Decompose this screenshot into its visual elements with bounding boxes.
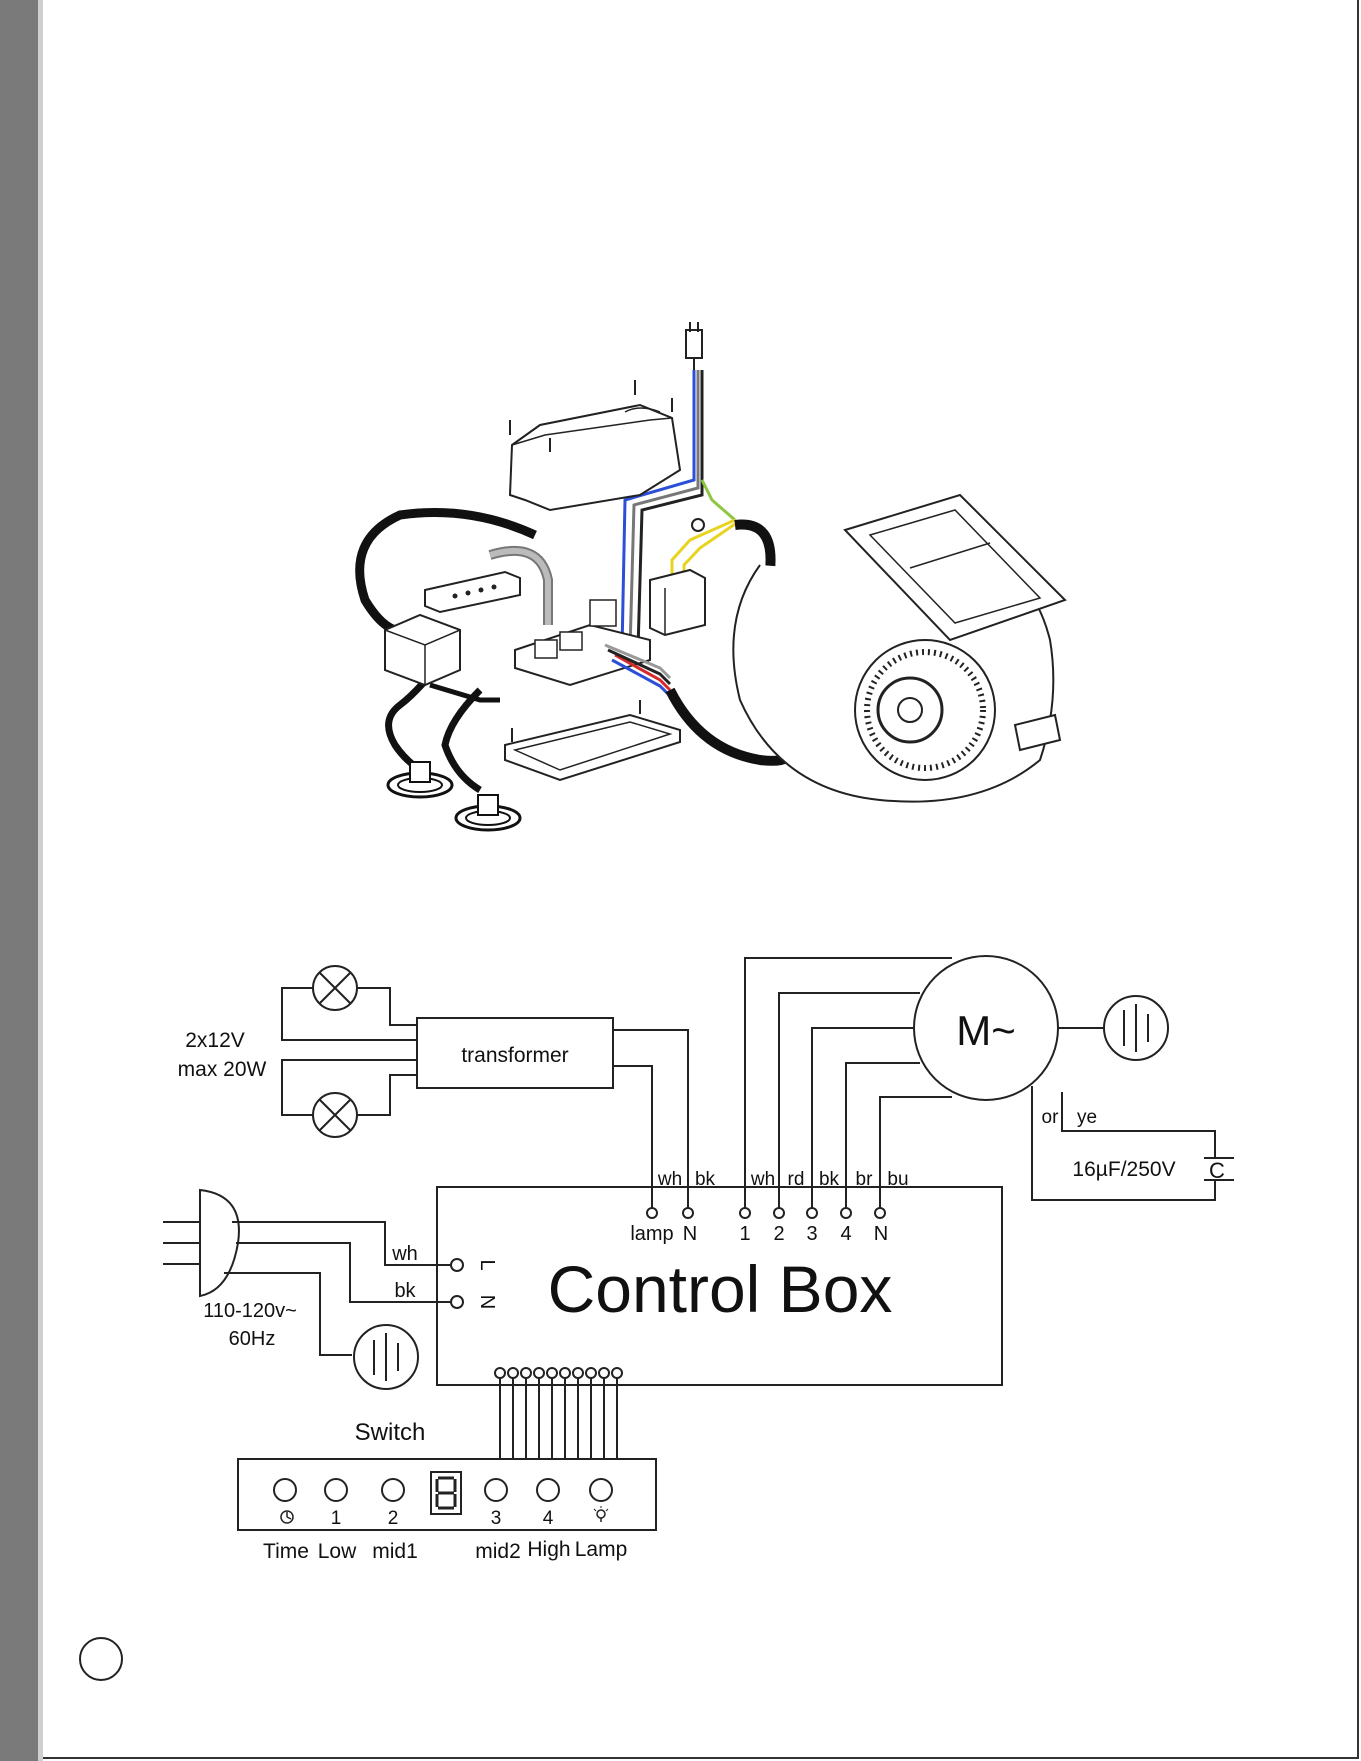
terminal-N — [451, 1296, 463, 1308]
terminal-4: 4 — [840, 1223, 851, 1245]
switch-button-lamp[interactable] — [590, 1479, 612, 1522]
mains-voltage: 110-120v~ — [203, 1300, 297, 1322]
switch-label-high: High — [527, 1538, 570, 1561]
halogen-lamp-illustration-2 — [456, 795, 520, 830]
motor-wire-ye: ye — [1077, 1107, 1097, 1128]
light-transformer-illustration — [385, 615, 460, 685]
mains-frequency: 60Hz — [229, 1328, 276, 1350]
transformer-label: transformer — [461, 1044, 568, 1067]
lamp-spec-line2: max 20W — [178, 1058, 267, 1081]
power-plug-icon — [163, 1190, 239, 1296]
switch-button-mid2[interactable]: 3 — [485, 1479, 507, 1529]
power-N-label: N — [476, 1295, 498, 1309]
wire-color-motor-2: rd — [788, 1169, 805, 1190]
capacitor-spec: 16µF/250V — [1072, 1158, 1175, 1181]
wire-color-motor-3: bk — [819, 1169, 840, 1190]
motor-label: M~ — [956, 1007, 1016, 1054]
power-plug-illustration — [686, 322, 702, 370]
power-L-label: L — [476, 1259, 498, 1270]
capacitor-symbol: C — [1209, 1158, 1225, 1183]
wire-color-motor-1: wh — [750, 1169, 775, 1190]
terminal-1: 1 — [739, 1223, 750, 1245]
seven-segment-display — [431, 1472, 461, 1514]
switch-button-high[interactable]: 4 — [537, 1479, 559, 1529]
switch-ribbon-cable — [495, 1368, 622, 1459]
mains-ground-icon — [354, 1325, 418, 1389]
motor-ground-icon — [1104, 996, 1168, 1060]
switch-button-mid2-number: 3 — [491, 1508, 502, 1529]
wire-color-motor-n: bu — [887, 1169, 908, 1190]
terminal-3: 3 — [806, 1223, 817, 1245]
switch-bar-illustration — [425, 551, 548, 625]
control-box-title: Control Box — [548, 1252, 893, 1326]
terminal-2: 2 — [773, 1223, 784, 1245]
bottom-plate-illustration — [505, 700, 680, 780]
wire-color-lamp: wh — [657, 1169, 682, 1190]
switch-title: Switch — [355, 1419, 426, 1446]
wiring-schematic: 2x12V max 20W transformer M~ C 16µF/250V… — [163, 956, 1234, 1563]
lamp-icon — [594, 1506, 608, 1522]
terminal-n: N — [874, 1223, 888, 1245]
switch-label-mid1: mid1 — [372, 1540, 418, 1563]
lamp-spec-line1: 2x12V — [185, 1029, 245, 1052]
terminal-L — [451, 1259, 463, 1271]
wire-color-lamp-n: bk — [695, 1169, 716, 1190]
lamp-circuit — [282, 966, 417, 1137]
halogen-lamp-illustration-1 — [388, 762, 452, 797]
exploded-assembly-illustration — [360, 322, 1065, 830]
power-wire-wh: wh — [391, 1243, 418, 1265]
wire-color-motor-4: br — [856, 1169, 874, 1190]
switch-button-mid1[interactable]: 2 — [382, 1479, 404, 1529]
switch-label-low: Low — [318, 1540, 357, 1563]
blower-fan-illustration — [733, 495, 1065, 802]
motor-wire-or: or — [1042, 1107, 1060, 1128]
terminal-lamp: lamp — [630, 1223, 673, 1245]
clock-icon — [281, 1511, 293, 1523]
switch-button-mid1-number: 2 — [388, 1508, 399, 1529]
power-wire-bk: bk — [394, 1280, 416, 1302]
switch-button-low[interactable]: 1 — [325, 1479, 347, 1529]
page-number-circle — [80, 1638, 122, 1680]
switch-label-lamp: Lamp — [575, 1538, 628, 1561]
switch-label-mid2: mid2 — [475, 1540, 521, 1563]
terminal-lamp-n: N — [683, 1223, 697, 1245]
switch-button-low-number: 1 — [331, 1508, 342, 1529]
switch-button-high-number: 4 — [543, 1508, 554, 1529]
top-terminals — [647, 1208, 885, 1218]
switch-label-time: Time — [263, 1540, 309, 1563]
switch-button-time[interactable] — [274, 1479, 296, 1523]
